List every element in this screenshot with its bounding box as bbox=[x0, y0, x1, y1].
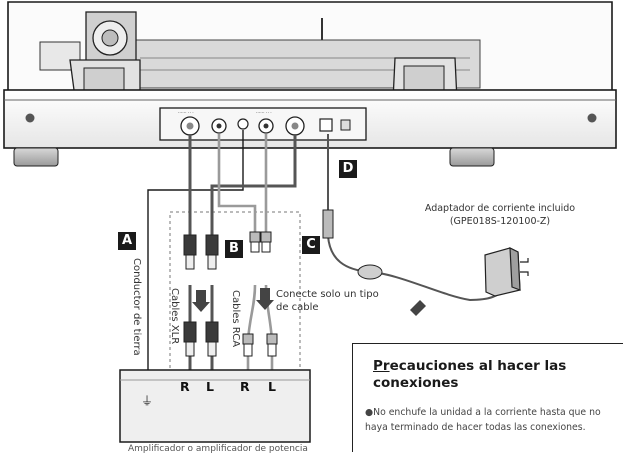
label-c: C bbox=[302, 236, 320, 254]
rca-caption: Cables RCA bbox=[230, 290, 241, 348]
adapter-caption-line1: Adaptador de corriente incluido bbox=[424, 203, 576, 214]
amplifier-unit bbox=[119, 369, 311, 443]
adapter-caption-line2: (GPE018S-120100-Z) bbox=[449, 216, 551, 227]
channel-label-r-rca: R bbox=[240, 379, 250, 394]
xlr-caption: Cables XLR bbox=[169, 288, 180, 345]
power-plug bbox=[322, 209, 383, 280]
label-b: B bbox=[225, 240, 243, 258]
turntable-feet bbox=[13, 147, 495, 167]
precautions-note: Precauciones al hacer las conexiones ●No… bbox=[352, 343, 623, 452]
label-a: A bbox=[118, 232, 136, 250]
precautions-title-prefix: Pr bbox=[373, 358, 390, 374]
amplifier-caption: Amplificador o amplificador de potencia bbox=[128, 444, 308, 454]
cable-connectors bbox=[183, 231, 278, 357]
precautions-bullet: ●No enchufe la unidad a la corriente has… bbox=[365, 407, 601, 433]
rear-panel: ······ ·· · ······ ·· · bbox=[159, 107, 367, 141]
ground-terminal-icon: ⏚ bbox=[141, 394, 154, 408]
ground-wire bbox=[147, 130, 244, 380]
one-cable-type-line2: de cable bbox=[276, 302, 319, 313]
one-cable-type-caption: Conecte solo un tipo de cable bbox=[276, 288, 379, 314]
direction-arrows bbox=[192, 288, 426, 316]
precautions-title-rest: ecauciones al hacer las bbox=[389, 358, 567, 374]
adapter-caption: Adaptador de corriente incluido (GPE018S… bbox=[410, 202, 590, 228]
tonearm-base bbox=[39, 11, 137, 71]
channel-label-l-xlr: L bbox=[206, 379, 214, 394]
ground-wire-caption: Conductor de tierra bbox=[131, 258, 142, 356]
precautions-title-line2: conexiones bbox=[373, 375, 459, 391]
label-d: D bbox=[339, 160, 357, 178]
one-cable-type-line1: Conecte solo un tipo bbox=[276, 289, 379, 300]
svg-text:······ ·· ·: ······ ·· · bbox=[178, 111, 194, 116]
precautions-title: Precauciones al hacer las conexiones bbox=[373, 358, 566, 392]
channel-label-r-xlr: R bbox=[180, 379, 190, 394]
power-adapter bbox=[484, 247, 529, 297]
channel-label-l-rca: L bbox=[268, 379, 276, 394]
svg-text:······ ·· ·: ······ ·· · bbox=[256, 111, 272, 116]
power-cable bbox=[327, 134, 504, 302]
